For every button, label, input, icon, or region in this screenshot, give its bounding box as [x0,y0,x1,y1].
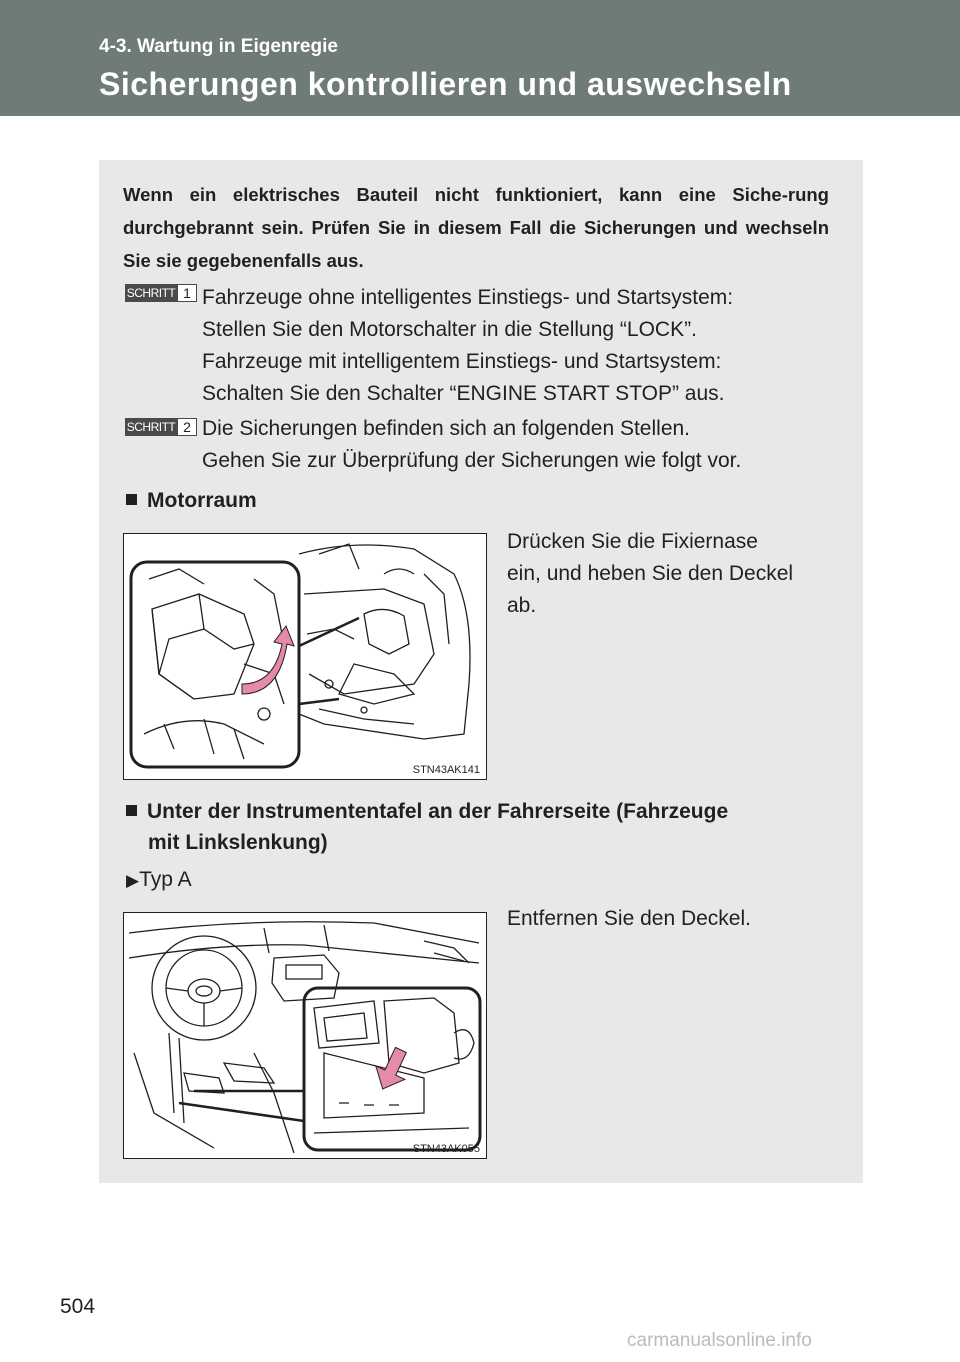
step-2-badge: SCHRITT 2 [125,418,197,436]
step-badge-label: SCHRITT [125,418,177,436]
step-badge-label: SCHRITT [125,284,177,302]
dashboard-illustration [128,921,482,1154]
subtype-text: Typ A [139,868,192,891]
square-bullet-icon [126,494,137,505]
figure-code: STN43AK055 [412,1143,480,1155]
step-badge-number: 2 [177,418,197,436]
step-1-line-4: Schalten Sie den Schalter “ENGINE START … [202,382,725,405]
step-1-line-1: Fahrzeuge ohne intelligentes Einstiegs- … [202,286,734,309]
instrument-panel-figure: STN43AK055 [123,912,487,1159]
intro-paragraph: Wenn ein elektrisches Bauteil nicht funk… [123,184,829,271]
instrument-panel-instruction: Entfernen Sie den Deckel. [507,907,751,930]
engine-instruction-line-2: ein, und heben Sie den Deckel [507,562,794,585]
triangle-bullet-icon: ▶ [126,871,140,890]
step-1-badge: SCHRITT 1 [125,284,197,302]
square-bullet-icon [126,805,137,816]
watermark: carmanualsonline.info [627,1330,812,1351]
down-arrow-icon [375,1046,407,1090]
step-1-line-2: Stellen Sie den Motorschalter in die Ste… [202,318,697,341]
engine-instruction-line-3: ab. [507,594,537,617]
section-heading-text: Motorraum [147,489,257,512]
step-1-text: Fahrzeuge ohne intelligentes Einstiegs- … [202,282,829,410]
page-title: Sicherungen kontrollieren und auswechsel… [99,66,792,102]
step-badge-number: 1 [177,284,197,302]
section-label: 4-3. Wartung in Eigenregie [99,36,338,57]
subtype-label: ▶Typ A [126,865,192,896]
step-2-line-2: Gehen Sie zur Überprüfung der Sicherunge… [202,449,742,472]
engine-instruction: Drücken Sie die Fixiernase ein, und hebe… [507,526,829,622]
step-2-text: Die Sicherungen befinden sich an folgend… [202,413,829,477]
figure-code: STN43AK141 [412,764,480,776]
chapter-header: 4-3. Wartung in Eigenregie Sicherungen k… [0,0,960,116]
step-2-line-1: Die Sicherungen befinden sich an folgend… [202,417,691,440]
engine-instruction-line-1: Drücken Sie die Fixiernase [507,530,758,553]
section-heading-instrument-panel: Unter der Instrumententafel an der Fahre… [126,796,829,858]
lift-arrow-icon [241,624,295,695]
engine-fuse-box-figure: STN43AK141 [123,533,487,780]
section-heading-line-1: Unter der Instrumententafel an der Fahre… [147,800,729,823]
page-number: 504 [60,1295,96,1318]
section-heading-line-2: mit Linkslenkung) [148,831,328,854]
section-heading-engine: Motorraum [126,485,257,516]
step-1-line-3: Fahrzeuge mit intelligentem Einstiegs- u… [202,350,722,373]
engine-bay-illustration [129,543,471,769]
